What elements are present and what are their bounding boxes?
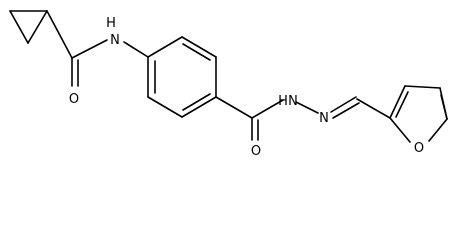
amide-nh-h-label: H [106,16,116,31]
hydrazide-o-label: O [251,144,261,159]
bond-carbonyl-hydrazide-n [251,99,284,119]
bond-carbonyl-amide-n [71,39,108,59]
imine-n-label: N [319,111,329,126]
bond-cyclopropyl-carbonyl [46,10,73,59]
bond-ring-hydrazide-carbonyl [215,96,253,119]
hydrazide-nh-h-label: H [278,94,288,109]
cyclopropyl-ring [9,10,48,44]
benzene-ring [147,36,217,118]
amide-o-label: O [69,92,79,107]
bond-hydrazide-n-imine-n [295,101,319,114]
amide-carbonyl-double-bond [71,57,79,87]
imine-double-bond [330,96,360,119]
molecule-structure: H N O H N O N O [9,10,448,159]
furan-o-label: O [414,141,424,156]
amide-n-label: N [110,33,120,48]
hydrazide-carbonyl-double-bond [251,117,259,141]
bond-amide-n-ring [123,41,149,58]
bond-ch-furan [356,98,391,119]
hydrazide-n-label: N [288,94,298,109]
furan-ring [389,85,448,143]
